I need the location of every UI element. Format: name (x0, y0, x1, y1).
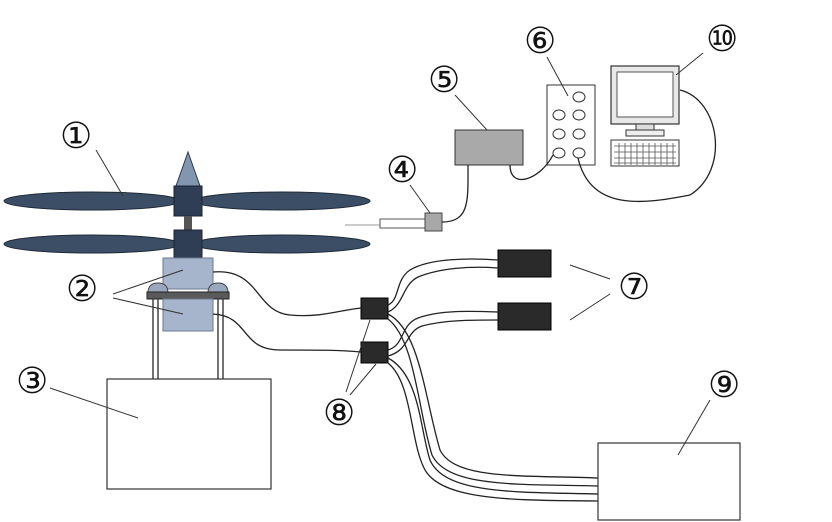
cable-esc-controller-upper-2 (387, 318, 599, 487)
leader-battery-lower (569, 293, 611, 321)
rotor-shaft (184, 216, 192, 230)
mount-cap-right (207, 282, 229, 294)
leader-rotor (95, 149, 124, 197)
probe-tube (379, 218, 427, 229)
leader-base (49, 387, 139, 419)
label-base: ③ (16, 361, 48, 402)
leader-motor-upper (112, 269, 184, 295)
monitor-screen (616, 71, 674, 118)
upper-hub (173, 185, 203, 217)
coaxial-rotor (3, 150, 371, 259)
daq-port (552, 147, 566, 159)
cable-motor-esc-upper (212, 271, 362, 317)
leader-computer (675, 52, 704, 76)
label-rotor: ① (60, 116, 92, 157)
upper-motor (162, 257, 214, 290)
upper-blade-left (3, 191, 181, 211)
leader-daq (546, 56, 569, 97)
cable-esc-battery-upper-2 (387, 266, 499, 313)
leader-probe (409, 184, 431, 214)
keyboard-keys (614, 143, 676, 165)
amplifier-box (454, 129, 524, 166)
cable-motor-esc-lower (212, 313, 362, 353)
leader-amplifier (454, 94, 488, 131)
mount-cap-left (147, 282, 169, 294)
daq-port (572, 109, 586, 121)
label-controller: ⑨ (708, 365, 740, 406)
cables (212, 89, 717, 502)
lower-blade-right (193, 234, 371, 254)
leader-esc-lower (349, 363, 377, 396)
lower-motor (162, 298, 214, 332)
leader-battery-upper (569, 264, 611, 280)
cable-esc-battery-lower (387, 310, 499, 351)
lower-blade-left (3, 234, 181, 254)
cable-esc-controller-lower-2 (387, 362, 599, 502)
nose-cone (175, 150, 201, 187)
cable-esc-battery-lower-2 (387, 319, 499, 357)
daq-unit (546, 84, 596, 166)
monitor-stand (625, 129, 665, 137)
label-esc: ⑧ (323, 393, 355, 434)
cable-esc-controller-upper (387, 313, 599, 479)
leader-controller (677, 399, 711, 456)
label-computer: ⑩ (706, 19, 738, 60)
daq-port (572, 91, 586, 103)
cable-esc-controller-lower (387, 357, 599, 495)
probe-head (424, 212, 443, 232)
mounting-plate (146, 291, 230, 300)
daq-port (552, 128, 566, 140)
label-amplifier: ⑤ (428, 60, 460, 101)
daq-port (572, 147, 586, 159)
daq-port (552, 109, 566, 121)
motor-stack (146, 257, 230, 379)
label-probe: ④ (386, 150, 418, 191)
cable-daq-computer (577, 89, 717, 203)
battery-upper (497, 249, 552, 278)
probe (345, 212, 443, 232)
cable-amplifier-daq (509, 154, 554, 181)
keyboard (610, 139, 680, 167)
leader-esc-upper (345, 319, 371, 393)
computer (610, 65, 680, 167)
number-labels: ① ② ③ ④ ⑤ ⑥ ⑩ ⑦ ⑧ ⑨ (16, 19, 740, 434)
label-motors: ② (66, 269, 98, 310)
esc-upper (360, 297, 389, 320)
label-batteries: ⑦ (618, 267, 650, 308)
load-cell-base (106, 378, 272, 490)
monitor-neck (635, 123, 655, 131)
lower-hub (173, 229, 203, 259)
controller-box (597, 442, 741, 521)
upper-blade-right (193, 191, 371, 211)
daq-port (572, 128, 586, 140)
label-daq: ⑥ (524, 21, 556, 62)
esc-lower (360, 341, 389, 364)
cable-probe-amplifier (441, 164, 469, 223)
leader-lines (49, 52, 711, 456)
cable-esc-battery-upper (387, 258, 499, 306)
battery-lower (497, 302, 552, 331)
leader-motor-lower (112, 297, 184, 315)
